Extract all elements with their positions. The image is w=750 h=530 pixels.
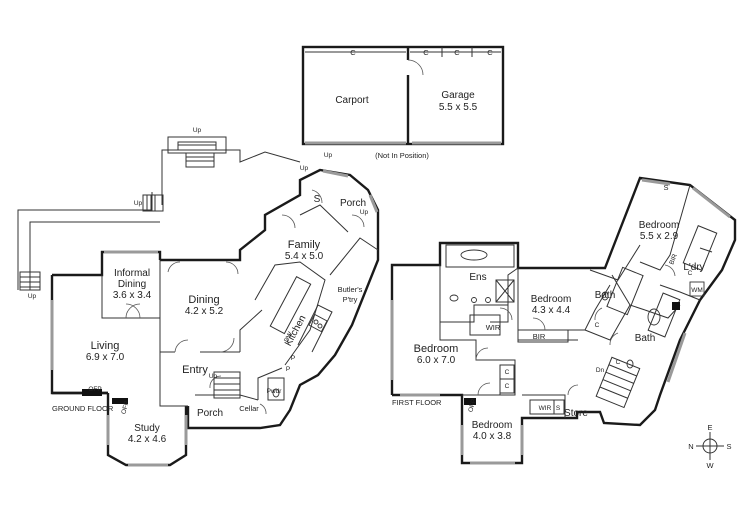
up-label-3: Up <box>28 293 37 300</box>
bedroom-4-size: 4.0 x 3.8 <box>473 431 512 442</box>
store-label: Store <box>564 408 588 419</box>
ofp-label-first: OFP <box>467 398 477 413</box>
bedroom-4-label: Bedroom <box>472 420 513 431</box>
up-label-7: Up <box>209 373 218 380</box>
not-in-position-note: (Not In Position) <box>375 151 429 160</box>
pantry-p-label-1: P <box>286 366 290 373</box>
bedroom-3-size: 5.5 x 2.9 <box>640 231 679 242</box>
dining-label: Dining <box>188 294 219 306</box>
garage-label: Garage <box>441 90 475 101</box>
bedroom-3-s-label: S <box>663 183 668 192</box>
informal-dining-label-2: Dining <box>118 279 146 290</box>
garage-cupboard-1-label: C <box>423 48 429 57</box>
cupboard-label-1: C <box>505 369 510 376</box>
up-label-1: Up <box>193 127 202 134</box>
carport-label: Carport <box>335 95 369 106</box>
ground-floor-plan: Family 5.4 x 5.0 Informal Dining 3.6 x 3… <box>17 127 380 467</box>
bir-label-2: BIR <box>668 253 679 266</box>
first-floor-plan: Ens Bedroom 6.0 x 7.0 Bedroom 4.3 x 4.4 … <box>390 176 737 465</box>
compass-icon: E W N S <box>688 423 731 470</box>
study-label: Study <box>134 423 160 434</box>
garage-cupboard-2-label: C <box>454 48 460 57</box>
bedroom-2-size: 4.3 x 4.4 <box>532 305 571 316</box>
compass-e: E <box>707 423 712 432</box>
cupboard-label-2: C <box>505 383 510 390</box>
garage-cupboard-3-label: C <box>487 48 493 57</box>
bath-1-label: Bath <box>595 290 616 301</box>
entry-label: Entry <box>182 364 208 376</box>
up-label-2: Up <box>134 200 143 207</box>
ofp-label-study: OFP <box>120 400 130 415</box>
wir-label-1: WIR <box>486 323 501 332</box>
bedroom-main-size: 6.0 x 7.0 <box>417 355 456 366</box>
first-floor-label: FIRST FLOOR <box>392 398 442 407</box>
family-label: Family <box>288 239 321 251</box>
dw-label: DW <box>283 330 295 344</box>
bir-label-1: BIR <box>533 332 546 341</box>
wm-label: WM <box>691 287 703 294</box>
down-label: Dn <box>596 367 605 374</box>
linen-s-label: S <box>556 405 561 412</box>
informal-dining-label-1: Informal <box>114 268 150 279</box>
bedroom-3-label: Bedroom <box>639 220 680 231</box>
cupboard-label-4: C <box>688 270 693 277</box>
garage-block: C C C C Carport Garage 5.5 x 5.5 (Not In… <box>301 45 505 160</box>
ensuite-label: Ens <box>469 272 486 283</box>
pantry-p-label-2: P <box>291 355 295 362</box>
compass-w: W <box>706 461 714 470</box>
porch-front-label: Porch <box>197 408 223 419</box>
cellar-label: Cellar <box>239 404 259 413</box>
study-size: 4.2 x 4.6 <box>128 434 167 445</box>
bath-2-label: Bath <box>635 333 656 344</box>
living-size: 6.9 x 7.0 <box>86 352 125 363</box>
dining-size: 4.2 x 5.2 <box>185 306 224 317</box>
compass-n: N <box>688 442 693 451</box>
carport-cupboard-label: C <box>350 48 356 57</box>
ofp-label-living: OFP <box>88 386 101 393</box>
cupboard-label-5: C <box>616 359 621 366</box>
butlers-pantry-label-2: P'try <box>343 295 358 304</box>
butlers-pantry-label-1: Butler's <box>338 285 363 294</box>
family-size: 5.4 x 5.0 <box>285 251 324 262</box>
ground-floor-label: GROUND FLOOR <box>52 404 114 413</box>
laundry-label: L'dry <box>683 262 704 273</box>
porch-rear-label: Porch <box>340 198 366 209</box>
living-label: Living <box>91 340 120 352</box>
bedroom-main-label: Bedroom <box>414 343 459 355</box>
up-label-4: Up <box>324 152 333 159</box>
powder-label: Pwdr <box>267 388 283 395</box>
bedroom-2-label: Bedroom <box>531 294 572 305</box>
wir-label-2: WIR <box>539 405 552 412</box>
up-label-6: Up <box>360 209 369 216</box>
garage-size: 5.5 x 5.5 <box>439 102 478 113</box>
informal-dining-size: 3.6 x 3.4 <box>113 290 152 301</box>
cupboard-label-3: C <box>595 322 600 329</box>
store-s-label: S <box>314 194 321 205</box>
up-label-5: Up <box>300 165 309 172</box>
compass-s: S <box>726 442 731 451</box>
